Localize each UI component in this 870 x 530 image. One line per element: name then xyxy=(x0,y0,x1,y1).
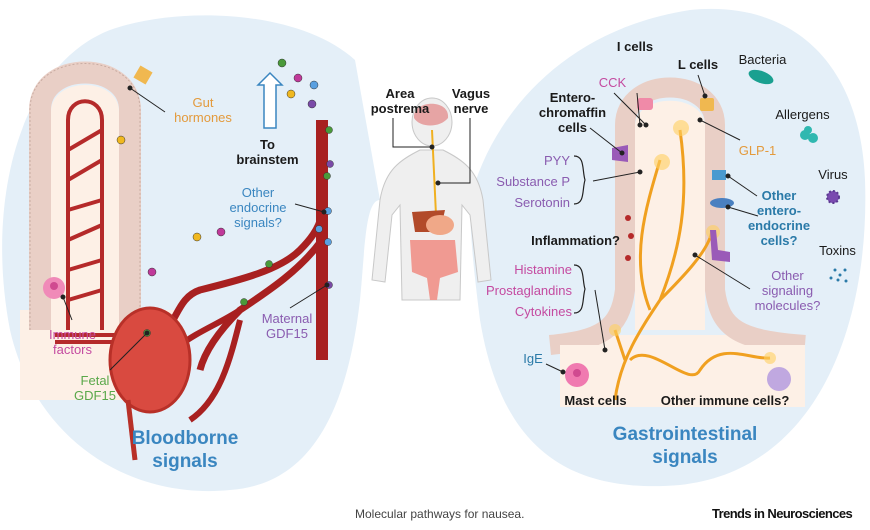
bloodborne-title: Bloodborne xyxy=(131,428,239,449)
serotonin-label: Serotonin xyxy=(514,195,570,210)
virus-label: Virus xyxy=(818,167,848,182)
mast-cells-label: Mast cells xyxy=(564,393,627,408)
ige-label: IgE xyxy=(523,351,543,366)
human-body-figure xyxy=(371,97,492,301)
vagus-nerve-label: Vagus nerve xyxy=(451,86,491,116)
other-immune-cell xyxy=(767,367,791,391)
pyy-brace xyxy=(573,155,586,205)
left-leader-lines xyxy=(60,85,330,371)
l-cell xyxy=(700,98,714,111)
cytokines-label: Cytokines xyxy=(514,304,572,319)
gastrointestinal-title: Gastrointestinal xyxy=(612,424,758,445)
l-cells-label: L cells xyxy=(677,57,719,72)
center-leader-lines xyxy=(392,118,471,186)
blood-vessels xyxy=(139,120,328,423)
substance-p-label: Substance P xyxy=(496,174,570,189)
bacteria-icon xyxy=(748,69,774,85)
gastrointestinal-subtitle: signals xyxy=(652,447,718,468)
brainstem-arrow-icon xyxy=(256,71,284,129)
bacteria-label: Bacteria xyxy=(738,52,787,67)
to-brainstem-label: To brainstem xyxy=(236,137,299,167)
inflammation-label: Inflammation? xyxy=(531,233,620,248)
immune-factors-label: Immune factors xyxy=(49,327,96,357)
enteroendocrine-cell-1 xyxy=(712,170,726,180)
nerve-terminal-glows xyxy=(609,120,776,364)
i-cells-label: I cells xyxy=(616,39,654,54)
figure-caption: Molecular pathways for nausea. xyxy=(355,507,525,521)
vagus-nerve-path xyxy=(431,129,437,216)
area-postrema-label: Area postrema xyxy=(370,86,430,116)
cck-label: CCK xyxy=(598,75,627,90)
intestines xyxy=(410,240,458,300)
vessel-signal-dots xyxy=(116,126,334,337)
toxins-label: Toxins xyxy=(819,243,856,258)
maternal-gdf15-label: Maternal GDF15 xyxy=(261,311,313,341)
fetal-gdf15-label: Fetal GDF15 xyxy=(74,373,116,403)
inflammation-cells xyxy=(625,215,634,261)
placenta xyxy=(108,306,192,414)
other-endocrine-signals-label: Other endocrine signals? xyxy=(229,185,287,230)
endocrine-cell xyxy=(133,65,153,85)
signaling-cell xyxy=(710,230,730,262)
stomach xyxy=(426,215,454,235)
glp1-label: GLP-1 xyxy=(738,143,777,158)
virus-icon xyxy=(826,190,840,204)
enterochromaffin-cells-label: Entero- chromaffin cells xyxy=(538,90,607,135)
brain xyxy=(413,103,449,126)
other-enteroendocrine-cells-label: Other entero- endocrine cells? xyxy=(747,188,811,248)
circulating-signal-dots xyxy=(277,58,319,109)
other-immune-cells-label: Other immune cells? xyxy=(660,393,790,408)
pyy-label: PYY xyxy=(543,153,570,168)
toxins-icon xyxy=(829,268,848,283)
journal-logo: Trends in Neurosciences xyxy=(712,506,853,521)
histamine-label: Histamine xyxy=(514,262,572,277)
other-signaling-molecules-label: Other signaling molecules? xyxy=(754,268,821,313)
i-cell xyxy=(637,98,653,110)
allergens-label: Allergens xyxy=(775,107,830,122)
gut-hormones-label: Gut hormones xyxy=(174,95,232,125)
capillary-network xyxy=(55,99,140,344)
allergens-icon xyxy=(800,126,818,143)
prostaglandins-label: Prostaglandins xyxy=(486,283,572,298)
bloodborne-subtitle: signals xyxy=(152,451,218,472)
right-leader-lines xyxy=(545,74,759,375)
histamine-brace xyxy=(573,264,586,314)
